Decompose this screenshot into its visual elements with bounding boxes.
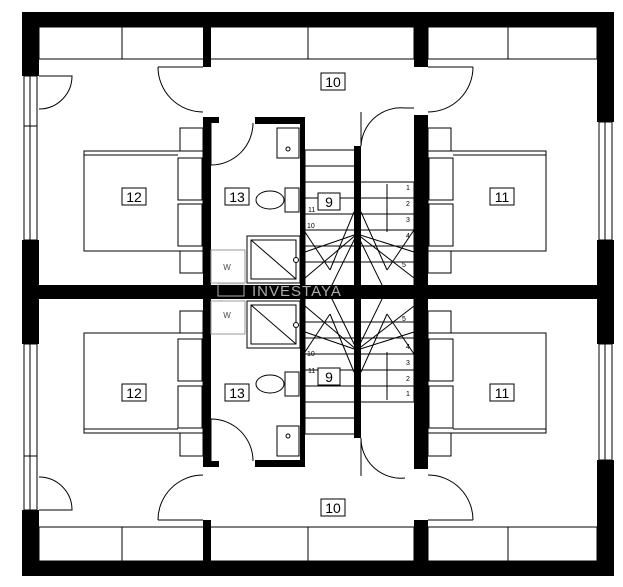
stair-tread <box>304 233 358 279</box>
step-number: 5 <box>402 262 406 269</box>
room-label-bath-bottom: 13 <box>229 385 245 401</box>
step-number: 3 <box>406 360 410 367</box>
staircase-bottom <box>304 294 415 435</box>
step-number: 4 <box>406 233 410 240</box>
room-label-hall-top: 10 <box>325 74 341 90</box>
step-number: 1 <box>406 185 410 192</box>
stair-tread <box>304 305 358 351</box>
room-label-hall-bottom: 10 <box>325 500 341 516</box>
interior-walls <box>22 27 614 561</box>
step-number: 11 <box>308 207 315 214</box>
room-label-bed-left-bottom: 12 <box>126 385 142 401</box>
room-labels <box>121 72 515 517</box>
stair-tread <box>304 233 358 253</box>
step-number: 11 <box>308 368 315 375</box>
stair-tread <box>356 305 415 351</box>
room-label-stair-bottom: 9 <box>325 369 333 385</box>
step-number: 3 <box>406 217 410 224</box>
top-windows <box>38 26 598 562</box>
stair-tread <box>360 313 388 373</box>
stair-tread <box>329 294 358 351</box>
stair-tread <box>304 231 331 271</box>
bed-right-top <box>427 127 547 274</box>
step-number: 10 <box>307 223 315 230</box>
stair-step-numbers: 1 2 3 4 5 10 11 1 2 3 4 5 10 11 <box>307 185 410 398</box>
step-number: 1 <box>406 391 410 398</box>
stair-tread <box>304 313 331 353</box>
stair-tread <box>356 233 415 279</box>
bed-left-bottom <box>83 310 204 457</box>
step-number: 5 <box>402 316 406 323</box>
door-swings <box>38 66 474 521</box>
step-number: 2 <box>406 376 410 383</box>
stair-tread <box>386 313 415 355</box>
bed-right-bottom <box>427 310 547 457</box>
step-number: 2 <box>406 201 410 208</box>
washer-label-top: W <box>223 263 231 272</box>
stair-tread <box>356 233 415 253</box>
stair-tread <box>356 331 415 351</box>
washer-label-bottom: W <box>223 311 231 320</box>
watermark-text: INVESTAYA <box>252 283 342 300</box>
room-label-bed-left-top: 12 <box>126 189 142 205</box>
step-number: 4 <box>406 344 410 351</box>
stair-tread <box>386 229 415 271</box>
stair-tread <box>329 211 355 271</box>
bathroom-fixtures <box>210 127 301 457</box>
stair-tread <box>304 331 358 351</box>
room-label-bed-right-top: 11 <box>495 189 510 205</box>
staircase-top <box>304 149 415 290</box>
watermark: INVESTAYA <box>217 283 342 300</box>
room-label-bath-top: 13 <box>229 189 245 205</box>
room-label-bed-right-bottom: 11 <box>495 385 510 401</box>
stair-tread <box>329 313 355 373</box>
stair-tread <box>360 211 388 271</box>
room-label-stair-top: 9 <box>325 194 333 210</box>
side-windows <box>23 75 613 511</box>
stair-tread <box>356 233 385 290</box>
stair-tread <box>356 294 385 351</box>
stair-tread <box>329 233 358 290</box>
step-number: 10 <box>307 351 315 358</box>
